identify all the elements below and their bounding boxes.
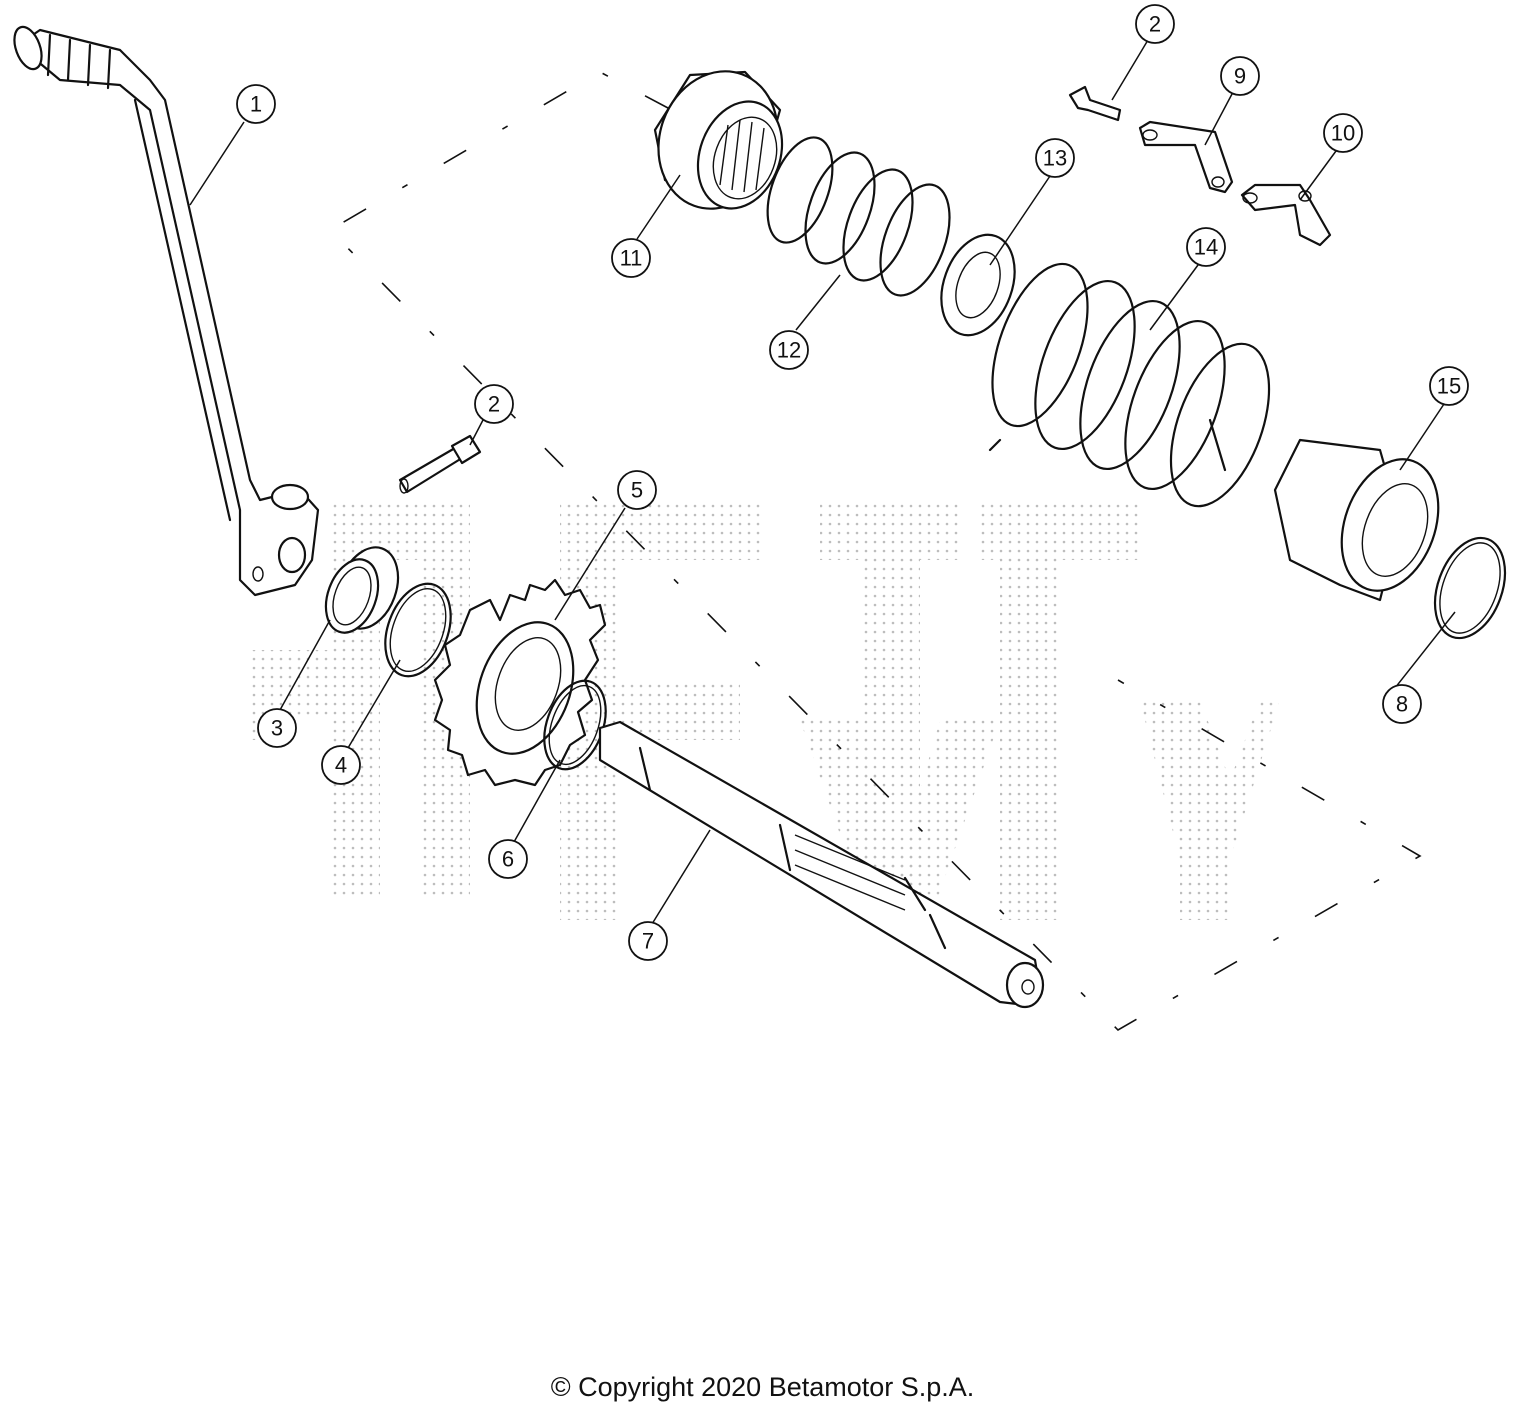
callout-8-label: 8 [1396, 692, 1408, 717]
copyright-notice: © Copyright 2020 Betamotor S.p.A. [550, 1372, 975, 1402]
callout-15-label: 15 [1437, 374, 1461, 399]
leader-lines [189, 39, 1456, 925]
spring-12 [766, 136, 951, 297]
plate-10 [1240, 183, 1332, 247]
assembly-outline [328, 71, 1422, 1032]
callout-2-lower-label: 2 [488, 392, 500, 417]
callout-6-label: 6 [502, 847, 514, 872]
callout-12-label: 12 [777, 338, 801, 363]
callout-14: 14 [1186, 227, 1226, 267]
circlip [1433, 536, 1507, 640]
callout-2-upper-label: 2 [1149, 12, 1161, 37]
callout-4-label: 4 [335, 753, 347, 778]
watermark [250, 500, 1280, 920]
callout-12: 12 [769, 330, 809, 370]
callout-6: 6 [488, 839, 528, 879]
callout-1-label: 1 [250, 92, 262, 117]
callout-9-label: 9 [1234, 64, 1246, 89]
callout-8: 8 [1382, 684, 1422, 724]
callout-3: 3 [257, 708, 297, 748]
callout-3-label: 3 [271, 716, 283, 741]
plate-9 [1138, 120, 1234, 194]
callout-2-upper: 2 [1135, 4, 1175, 44]
callout-10-label: 10 [1331, 121, 1355, 146]
callout-13-label: 13 [1043, 146, 1067, 171]
callout-4: 4 [321, 745, 361, 785]
bolt-lower [398, 434, 482, 494]
gear [433, 578, 607, 787]
o-ring-4 [384, 582, 452, 678]
washer [940, 233, 1016, 337]
callout-7-label: 7 [642, 929, 654, 954]
ratchet-sleeve [1273, 438, 1440, 602]
callout-1: 1 [236, 84, 276, 124]
return-spring [988, 262, 1271, 508]
callout-7: 7 [628, 921, 668, 961]
callout-11-label: 11 [620, 246, 643, 271]
kick-start-lever [13, 25, 320, 597]
callout-13: 13 [1035, 138, 1075, 178]
kick-start-shaft [598, 720, 1045, 1009]
callout-9: 9 [1220, 56, 1260, 96]
bolt-upper [1068, 85, 1122, 122]
callout-2-lower: 2 [474, 384, 514, 424]
callout-10: 10 [1323, 113, 1363, 153]
callout-14-label: 14 [1194, 235, 1218, 260]
callout-5-label: 5 [631, 478, 643, 503]
callout-11: 11 [611, 238, 651, 278]
needle-bearing [653, 70, 784, 210]
callout-5: 5 [617, 470, 657, 510]
bushing [324, 546, 400, 634]
callout-15: 15 [1429, 366, 1469, 406]
